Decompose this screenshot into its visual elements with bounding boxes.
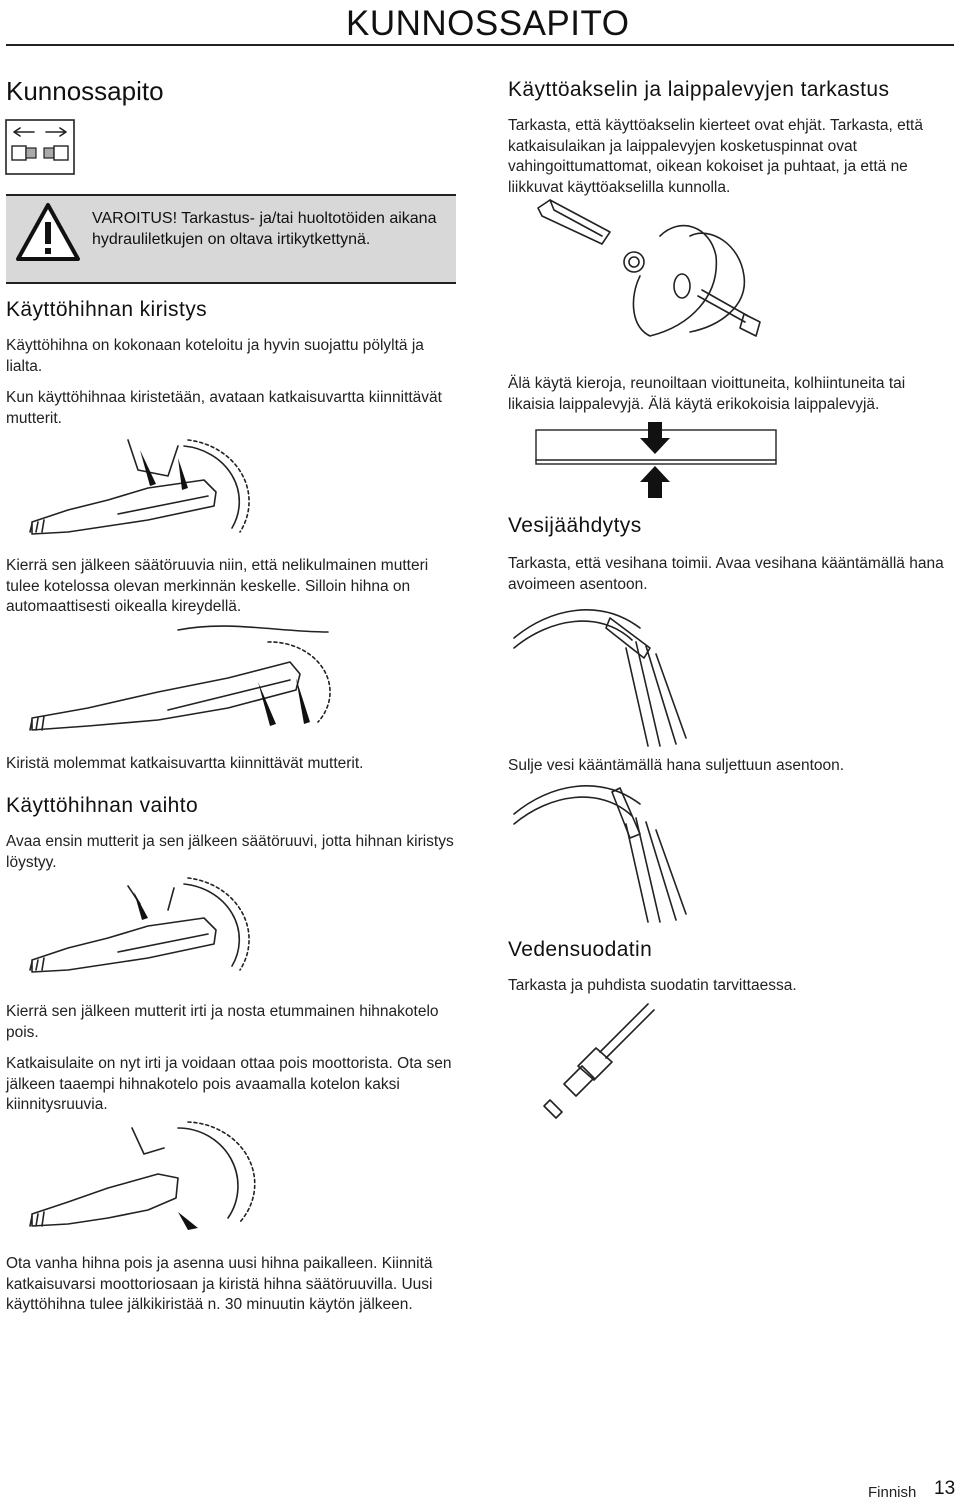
- belt-change-p2: Kierrä sen jälkeen mutterit irti ja nost…: [6, 1003, 439, 1041]
- belt-change-heading: Käyttöhihnan vaihto: [6, 794, 199, 817]
- warning-triangle-icon: [16, 203, 80, 261]
- page-header-title: KUNNOSSAPITO: [346, 4, 630, 43]
- warning-text: VAROITUS! Tarkastus- ja/tai huoltotöiden…: [92, 210, 437, 248]
- belt-tension-p2: Kun käyttöhihnaa kiristetään, avataan ka…: [6, 389, 442, 427]
- flange-ruler-illustration: [535, 422, 777, 498]
- water-valve-open-illustration: [513, 609, 687, 747]
- cooling-p2: Sulje vesi kääntämällä hana suljettuun a…: [508, 757, 845, 774]
- filter-p1: Tarkasta ja puhdista suodatin tarvittaes…: [508, 977, 797, 994]
- belt-tension-p4: Kiristä molemmat katkaisuvartta kiinnitt…: [6, 755, 364, 772]
- power-cutter-illustration-4: [29, 1121, 256, 1230]
- flange-exploded-illustration: [537, 199, 761, 337]
- power-cutter-illustration-1: [29, 439, 250, 535]
- hydraulic-hose-coupling-icon: [5, 119, 75, 175]
- shaft-p1: Tarkasta, että käyttöakselin kierteet ov…: [508, 117, 923, 196]
- water-filter-illustration: [543, 1003, 655, 1119]
- warning-box: VAROITUS! Tarkastus- ja/tai huoltotöiden…: [6, 194, 456, 284]
- footer-page-number: 13: [934, 1478, 956, 1499]
- cooling-heading: Vesijäähdytys: [508, 514, 642, 537]
- header-rule: [6, 44, 954, 46]
- water-valve-closed-illustration: [513, 785, 687, 923]
- belt-tension-p3: Kierrä sen jälkeen säätöruuvia niin, ett…: [6, 557, 429, 615]
- section-title: Kunnossapito: [6, 76, 164, 106]
- belt-change-p1: Avaa ensin mutterit ja sen jälkeen säätö…: [6, 833, 454, 871]
- shaft-heading: Käyttöakselin ja laippalevyjen tarkastus: [508, 78, 890, 101]
- cooling-p1: Tarkasta, että vesihana toimii. Avaa ves…: [508, 555, 944, 593]
- power-cutter-illustration-3: [29, 877, 250, 973]
- belt-tension-heading: Käyttöhihnan kiristys: [6, 298, 207, 321]
- belt-change-p3: Katkaisulaite on nyt irti ja voidaan ott…: [6, 1055, 452, 1113]
- filter-heading: Vedensuodatin: [508, 938, 653, 961]
- belt-change-p4: Ota vanha hihna pois ja asenna uusi hihn…: [6, 1255, 433, 1313]
- power-cutter-illustration-2: [29, 625, 331, 731]
- footer-language: Finnish: [868, 1484, 917, 1501]
- shaft-p2: Älä käytä kieroja, reunoiltaan vioittune…: [508, 375, 906, 413]
- belt-tension-p1: Käyttöhihna on kokonaan koteloitu ja hyv…: [6, 337, 424, 375]
